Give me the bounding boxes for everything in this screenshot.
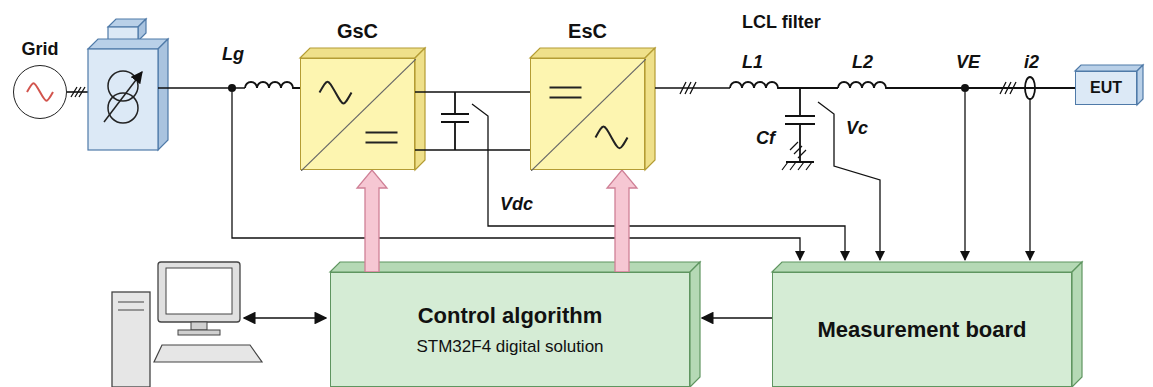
measure-node — [228, 84, 236, 92]
signal-line — [964, 92, 965, 260]
three-phase-mark — [680, 82, 696, 94]
box-side-face — [1072, 262, 1082, 387]
converter-symbol — [301, 59, 416, 171]
box-side-face — [415, 48, 425, 170]
current-sensor — [1025, 77, 1035, 99]
transformer-symbol — [88, 19, 168, 150]
signal-line — [1029, 99, 1030, 260]
inductor-name: L1 — [742, 52, 763, 73]
inductor-name: Lg — [222, 44, 244, 65]
control-arrow — [357, 170, 387, 272]
box-top-face — [300, 48, 425, 58]
capacitor-name: Cf — [756, 128, 775, 149]
ground-symbol — [782, 162, 812, 170]
inductor-symbol — [245, 82, 300, 88]
box-top-face — [330, 262, 700, 272]
converter-box: GsC — [300, 58, 415, 170]
voltage-name: Vc — [846, 118, 868, 139]
current-name: i2 — [1024, 52, 1039, 73]
converter-symbol — [531, 59, 646, 171]
box-side-face — [645, 48, 655, 170]
data-arrow — [702, 317, 772, 319]
measurement-box: Measurement board — [772, 272, 1072, 387]
inductor-name: L2 — [852, 52, 873, 73]
node-title: Measurement board — [817, 317, 1026, 343]
box-top-face — [772, 262, 1082, 272]
converter-symbol — [14, 66, 68, 120]
three-phase-mark — [1000, 82, 1016, 94]
filter-title: LCL filter — [742, 12, 821, 33]
box-side-face — [1137, 65, 1143, 105]
node-title: EUT — [1090, 79, 1122, 97]
control-arrow — [607, 170, 637, 272]
three-phase-mark — [790, 142, 806, 158]
inductor-symbol — [838, 82, 1075, 88]
eut-box: EUT — [1075, 71, 1137, 105]
capacitor-symbol — [785, 88, 815, 162]
inductor-symbol — [730, 82, 838, 88]
three-phase-mark — [71, 87, 85, 97]
node-subtitle: STM32F4 digital solution — [416, 337, 603, 357]
node-heading: EsC — [568, 20, 607, 43]
computer-icon — [112, 262, 262, 387]
node-heading: Grid — [21, 39, 58, 60]
grid-source: Grid — [13, 65, 67, 119]
voltage-name: VE — [956, 52, 980, 73]
dc-bus-wire — [415, 92, 530, 150]
box-depth — [300, 48, 1143, 387]
box-top-face — [530, 48, 655, 58]
controller-box: Control algorithmSTM32F4 digital solutio… — [330, 272, 690, 387]
measure-node — [961, 84, 969, 92]
node-title: Control algorithm — [418, 303, 603, 329]
box-side-face — [690, 262, 700, 387]
converter-box: EsC — [530, 58, 645, 170]
signal-line — [472, 104, 845, 260]
voltage-name: Vdc — [500, 194, 533, 215]
capacitor-symbol — [441, 92, 469, 150]
signal-line — [818, 102, 880, 260]
link-arrow — [244, 317, 326, 319]
node-heading: GsC — [337, 20, 378, 43]
